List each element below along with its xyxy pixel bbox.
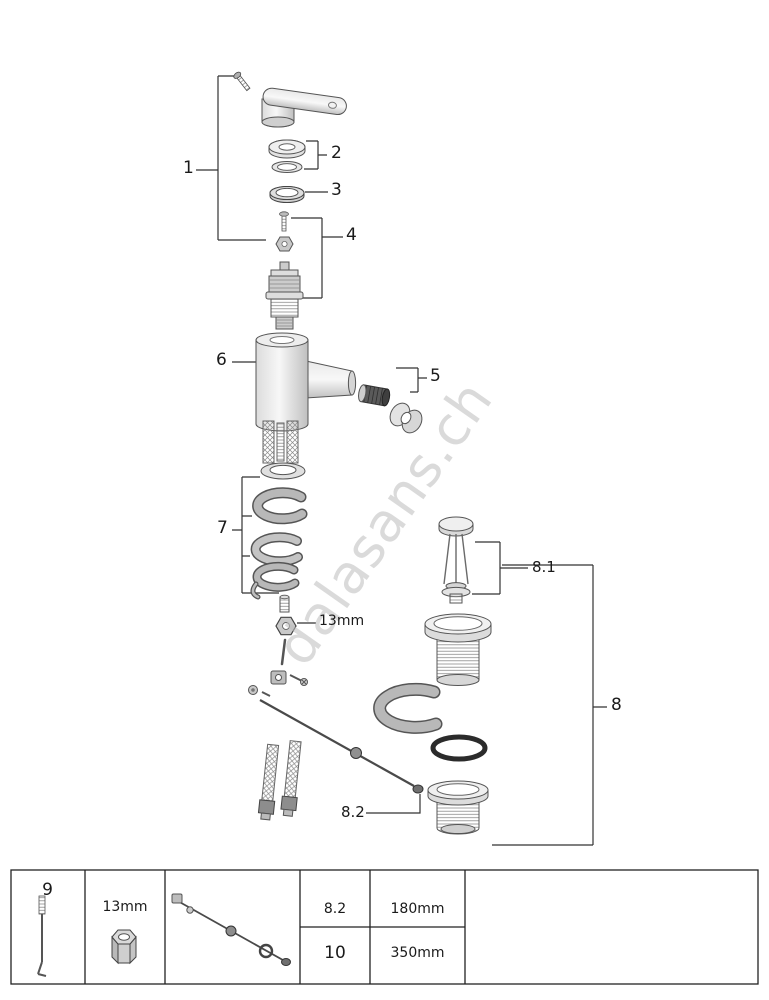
- leader-part5: [396, 367, 427, 393]
- faucet-body: [255, 332, 357, 432]
- popup-plug: [438, 516, 474, 604]
- horseshoe-washer-3: [250, 561, 300, 600]
- part-label-7: 7: [217, 518, 228, 538]
- supply-connectors: [262, 420, 299, 464]
- legend-row1-value: 180mm: [390, 901, 445, 917]
- leader-part8-2: [366, 794, 421, 814]
- part-label-1: 1: [183, 158, 194, 178]
- aerator: [358, 384, 391, 407]
- leader-part4: [291, 217, 343, 299]
- mounting-pin: [280, 638, 287, 666]
- part-label-5: 5: [430, 366, 441, 386]
- legend-rod-assembly-icon: [171, 893, 291, 966]
- legend-wrench-size: 13mm: [102, 899, 148, 915]
- horseshoe-washer-2: [250, 532, 303, 567]
- legend-row2-key: 10: [324, 943, 346, 963]
- legend-table-grid: [10, 869, 759, 985]
- base-washer: [260, 462, 306, 480]
- escutcheon-ring: [268, 139, 306, 159]
- legend-nut-icon: [111, 929, 137, 965]
- drain-flange: [424, 613, 492, 686]
- leader-part1: [196, 75, 266, 241]
- lever-handle: [261, 87, 347, 128]
- cartridge-nut: [275, 236, 294, 252]
- leader-lines: [196, 75, 607, 846]
- part-label-8-1: 8.1: [532, 558, 556, 576]
- legend-rod-icon: [37, 895, 47, 977]
- drain-o-ring: [430, 734, 488, 762]
- mounting-stud: [279, 594, 290, 613]
- handle-screw: [233, 71, 251, 92]
- aerator-key: [389, 402, 423, 434]
- part-label-6: 6: [216, 350, 227, 370]
- drain-lower-body: [427, 780, 489, 835]
- legend-part9-label: 9: [42, 880, 53, 900]
- cartridge: [265, 261, 304, 330]
- lift-rod: [259, 699, 424, 794]
- mounting-ring: [269, 186, 305, 203]
- legend-row2-value: 350mm: [390, 945, 445, 961]
- rod-joint-parts: [248, 670, 308, 697]
- leader-part2: [304, 140, 327, 170]
- mounting-nut-13mm: [275, 616, 297, 636]
- horseshoe-washer-1: [252, 487, 308, 525]
- part-label-8: 8: [611, 695, 622, 715]
- mounting-hardware: [250, 487, 308, 613]
- supply-hoses: [257, 740, 302, 821]
- part-label-8-2: 8.2: [341, 803, 365, 821]
- leader-part8-1: [472, 541, 528, 595]
- part-label-3: 3: [331, 180, 342, 200]
- drain-clamp: [373, 682, 443, 734]
- leader-part8: [492, 564, 607, 846]
- leader-part7: [232, 476, 279, 594]
- part-label-4: 4: [346, 225, 357, 245]
- part-label-2: 2: [331, 143, 342, 163]
- seal-ring: [271, 161, 303, 173]
- legend-row1-key: 8.2: [323, 901, 347, 917]
- wrench-size-label: 13mm: [319, 613, 365, 629]
- cartridge-screw: [279, 211, 289, 232]
